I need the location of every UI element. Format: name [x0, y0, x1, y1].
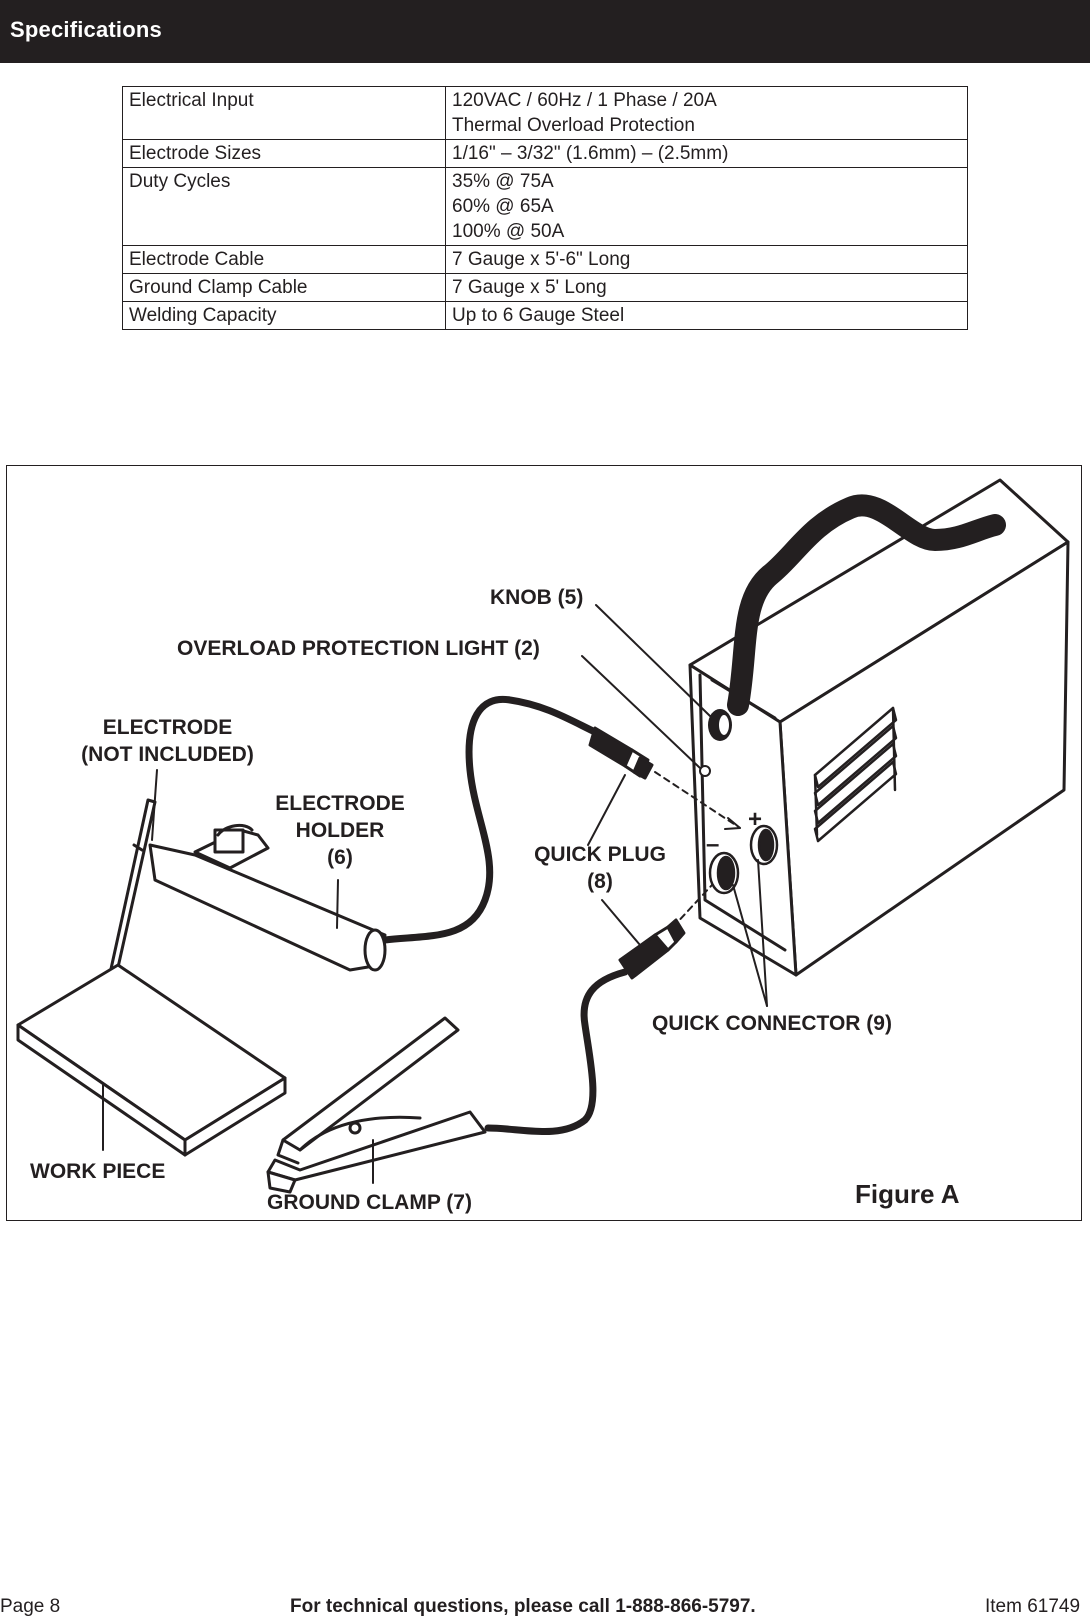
section-title: Specifications — [10, 17, 162, 42]
callout-work-piece: WORK PIECE — [30, 1160, 166, 1183]
spec-label: Electrode Sizes — [122, 139, 446, 168]
spec-label: Duty Cycles — [122, 167, 446, 246]
insert-guide-line — [672, 884, 713, 928]
spec-value-line: 7 Gauge x 5'-6" Long — [452, 249, 631, 270]
knob-icon — [708, 709, 732, 741]
callout-line: (NOT INCLUDED) — [81, 743, 254, 766]
figure-a-frame — [6, 465, 1082, 1221]
spec-value: Up to 6 Gauge Steel — [445, 301, 968, 330]
specifications-table: Electrical Input 120VAC / 60Hz / 1 Phase… — [122, 86, 968, 330]
ground-clamp-cable — [484, 968, 629, 1136]
callout-ground-clamp: GROUND CLAMP (7) — [267, 1191, 472, 1214]
callout-knob: KNOB (5) — [490, 586, 584, 609]
ground-clamp — [266, 1016, 487, 1194]
vent-slats — [813, 706, 898, 843]
figure-caption: Figure A — [855, 1179, 960, 1209]
spec-value: 35% @ 75A 60% @ 65A 100% @ 50A — [445, 167, 968, 246]
insert-guide-line — [654, 771, 741, 829]
table-row: Welding Capacity Up to 6 Gauge Steel — [122, 301, 968, 330]
callout-line: ELECTRODE — [275, 792, 405, 815]
quick-connector-plus-socket — [749, 824, 779, 866]
callout-line: (8) — [587, 870, 613, 893]
electrode-holder — [148, 823, 387, 972]
section-header-bar: Specifications — [0, 0, 1090, 63]
spec-value: 7 Gauge x 5'-6" Long — [445, 245, 968, 274]
table-row: Ground Clamp Cable 7 Gauge x 5' Long — [122, 273, 968, 302]
callout-line: (6) — [327, 846, 353, 869]
spec-value-line: 35% @ 75A — [452, 171, 554, 192]
electrode-cable — [381, 695, 599, 944]
spec-label: Welding Capacity — [122, 301, 446, 330]
callout-overload-protection-light: OVERLOAD PROTECTION LIGHT (2) — [177, 637, 540, 660]
quick-plug-bottom — [618, 918, 686, 980]
support-phone-note: For technical questions, please call 1-8… — [290, 1596, 756, 1617]
welder-unit — [688, 478, 1070, 977]
quick-connector-minus-socket — [708, 851, 740, 895]
callout-line: HOLDER — [295, 819, 385, 842]
spec-value: 120VAC / 60Hz / 1 Phase / 20A Thermal Ov… — [445, 86, 968, 140]
callout-electrode-holder: ELECTRODE HOLDER (6) — [255, 790, 425, 871]
table-row: Electrode Cable 7 Gauge x 5'-6" Long — [122, 245, 968, 274]
overload-light-icon — [699, 765, 711, 777]
table-row: Electrical Input 120VAC / 60Hz / 1 Phase… — [122, 86, 968, 140]
quick-plug-top — [588, 726, 654, 780]
spec-value-line: Thermal Overload Protection — [452, 115, 695, 136]
callout-quick-connector: QUICK CONNECTOR (9) — [652, 1012, 892, 1035]
callout-electrode: ELECTRODE (NOT INCLUDED) — [70, 714, 265, 768]
spec-value-line: 60% @ 65A — [452, 196, 554, 217]
minus-polarity-mark: – — [706, 831, 719, 858]
callout-line: ELECTRODE — [102, 716, 233, 739]
callout-quick-plug: QUICK PLUG (8) — [520, 841, 680, 895]
spec-value-line: 7 Gauge x 5' Long — [452, 277, 607, 298]
leader-lines — [102, 604, 768, 1184]
spec-value-line: 120VAC / 60Hz / 1 Phase / 20A — [452, 90, 717, 111]
spec-value-line: 1/16" – 3/32" (1.6mm) – (2.5mm) — [452, 143, 729, 164]
item-number: Item 61749 — [985, 1596, 1081, 1617]
spec-value-line: 100% @ 50A — [452, 221, 565, 242]
table-row: Duty Cycles 35% @ 75A 60% @ 65A 100% @ 5… — [122, 167, 968, 246]
page-number: Page 8 — [0, 1596, 61, 1617]
spec-label: Electrical Input — [122, 86, 446, 140]
spec-value-line: Up to 6 Gauge Steel — [452, 305, 625, 326]
callout-line: QUICK PLUG — [534, 843, 666, 866]
work-piece — [16, 963, 287, 1157]
plus-polarity-mark: + — [748, 806, 762, 833]
spec-value: 7 Gauge x 5' Long — [445, 273, 968, 302]
table-row: Electrode Sizes 1/16" – 3/32" (1.6mm) – … — [122, 139, 968, 168]
welder-handle — [727, 494, 1006, 716]
